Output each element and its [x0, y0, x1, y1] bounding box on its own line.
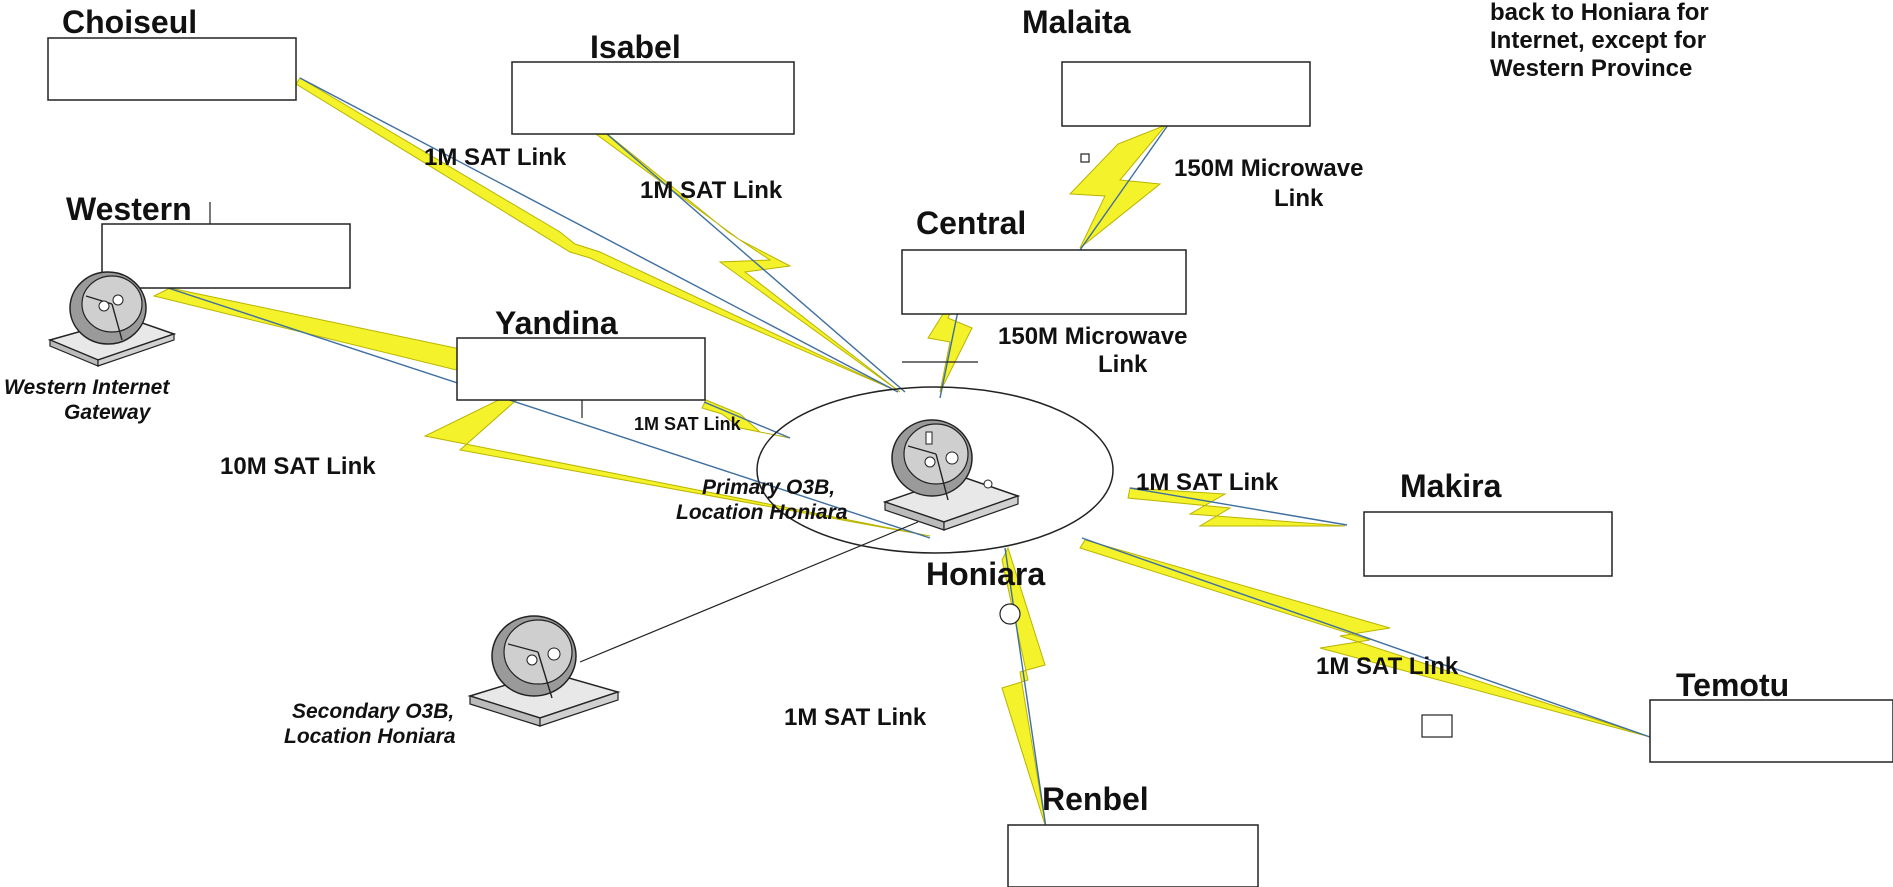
isabel-box: [511, 61, 795, 135]
malaita-title: Malaita: [1022, 4, 1131, 40]
renbel-link-line: [1004, 547, 1047, 829]
note-line-1: back to Honiara for: [1490, 0, 1709, 26]
malaita-link-label-2: Link: [1274, 185, 1324, 212]
western-gateway-label-1: Western Internet: [4, 376, 170, 399]
yandina-link-bolt: [701, 399, 791, 439]
secondary-o3b-label-1: Secondary O3B,: [292, 700, 454, 723]
choiseul-link-bolt: [295, 77, 891, 389]
isabel-title: Isabel: [590, 29, 681, 65]
secondary-o3b-label-2: Location Honiara: [284, 725, 456, 748]
malaita-link-label-1: 150M Microwave: [1174, 155, 1363, 182]
temotu-link-label: 1M SAT Link: [1316, 653, 1459, 680]
honiara-title: Honiara: [926, 556, 1045, 592]
makira-link-label: 1M SAT Link: [1136, 469, 1279, 496]
secondary-o3b-link-line: [579, 521, 919, 663]
note-line-3: Western Province: [1490, 55, 1692, 82]
malaita-box: [1061, 61, 1311, 127]
renbel-link-bolt: [1001, 546, 1047, 829]
primary-o3b-label-2: Location Honiara: [676, 501, 848, 524]
western-dish-icon: [47, 271, 177, 367]
yandina-title: Yandina: [495, 305, 618, 341]
yandina-box: [456, 337, 706, 401]
temotu-link-bolt: [1079, 539, 1651, 738]
renbel-title: Renbel: [1042, 781, 1149, 817]
small-marker-box: [1421, 714, 1453, 738]
temotu-link-line: [1081, 537, 1651, 738]
temotu-box: [1649, 699, 1893, 763]
honiara-hub-ellipse: [756, 386, 1114, 554]
central-link-label-1: 150M Microwave: [998, 323, 1187, 350]
makira-title: Makira: [1400, 468, 1502, 504]
choiseul-link-label: 1M SAT Link: [424, 144, 567, 171]
central-title: Central: [916, 205, 1026, 241]
choiseul-title: Choiseul: [62, 4, 197, 40]
western-link-label: 10M SAT Link: [220, 453, 376, 480]
makira-box: [1363, 511, 1613, 577]
malaita-link-line: [1079, 124, 1169, 251]
western-gateway-label-2: Gateway: [64, 401, 152, 424]
note-line-2: Internet, except for: [1490, 27, 1706, 54]
choiseul-box: [47, 37, 297, 101]
yandina-link-label: 1M SAT Link: [634, 414, 742, 434]
renbel-link-label: 1M SAT Link: [784, 704, 927, 731]
western-title: Western: [66, 191, 192, 227]
isabel-link-line: [599, 127, 906, 393]
central-link-label-2: Link: [1098, 351, 1148, 378]
malaita-link-bolt: [1068, 124, 1167, 249]
primary-dish-icon: [882, 419, 1021, 531]
central-box: [901, 249, 1187, 315]
secondary-dish-icon: [467, 615, 621, 727]
temotu-title: Temotu: [1676, 667, 1789, 703]
renbel-box: [1007, 824, 1259, 887]
isabel-link-label: 1M SAT Link: [640, 177, 783, 204]
small-marker-square: [1080, 153, 1090, 163]
primary-o3b-label-1: Primary O3B,: [702, 476, 835, 499]
western-link-line: [167, 287, 931, 539]
makira-link-line: [1129, 487, 1348, 526]
western-box: [101, 223, 351, 289]
choiseul-link-line: [299, 77, 899, 393]
small-marker-circle: [999, 603, 1021, 625]
